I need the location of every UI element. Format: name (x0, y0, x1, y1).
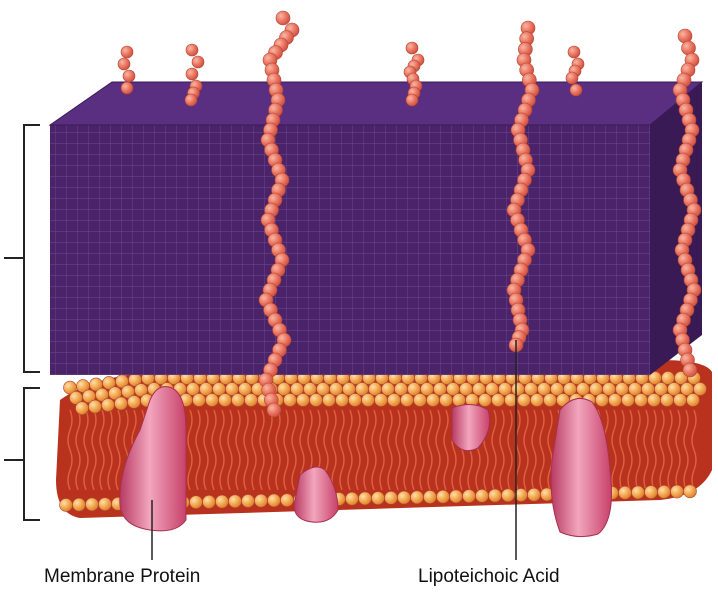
lipid-head (323, 394, 336, 407)
lipid-head (414, 394, 427, 407)
lipid-head (60, 499, 73, 512)
lipid-head (99, 498, 112, 511)
lipid-head (489, 489, 502, 502)
lipid-head (385, 491, 398, 504)
lipid-head (89, 400, 102, 413)
cell-wall-bracket (4, 125, 40, 372)
lipid-head (86, 498, 99, 511)
lipid-head (388, 394, 401, 407)
lipid-head (518, 394, 531, 407)
lipid-head (73, 498, 86, 511)
lipid-head (242, 494, 255, 507)
acid-bead (118, 58, 130, 70)
peptidoglycan-top-face (50, 82, 702, 125)
acid-bead (185, 94, 197, 106)
lipid-head (284, 394, 297, 407)
lipid-head (687, 394, 700, 407)
lipid-head (645, 486, 658, 499)
lipid-head (694, 383, 707, 396)
acid-bead (186, 44, 198, 56)
lipid-head (245, 394, 258, 407)
lipid-head (424, 490, 437, 503)
lipid-head (349, 394, 362, 407)
lipid-head (115, 397, 128, 410)
lipid-head (671, 485, 684, 498)
acid-bead (121, 82, 133, 94)
lipid-head (398, 491, 411, 504)
lipid-head (359, 492, 372, 505)
lipid-head (476, 489, 489, 502)
lipid-head (450, 490, 463, 503)
lipid-head (674, 394, 687, 407)
lipid-head (411, 491, 424, 504)
acid-bead (570, 84, 582, 96)
lipid-head (619, 486, 632, 499)
lipid-head (375, 394, 388, 407)
lipid-head (206, 394, 219, 407)
acid-bead (267, 403, 281, 417)
lipid-head (255, 494, 268, 507)
lipid-head (229, 495, 242, 508)
lipoteichoic-acid-label: Lipoteichoic Acid (418, 566, 560, 588)
lipid-head (372, 492, 385, 505)
acid-bead (123, 70, 135, 82)
lipid-head (362, 394, 375, 407)
lipid-head (463, 490, 476, 503)
acid-bead (192, 56, 204, 68)
peptidoglycan-block (50, 82, 702, 375)
acid-bead (406, 42, 418, 54)
lipid-head (427, 394, 440, 407)
lipid-head (632, 486, 645, 499)
layer-brackets (4, 125, 40, 520)
lipid-head (658, 485, 671, 498)
lipid-head (216, 495, 229, 508)
lipid-head (596, 394, 609, 407)
acid-bead (683, 363, 697, 377)
lipid-head (440, 394, 453, 407)
acid-bead (566, 72, 578, 84)
acid-bead (186, 68, 198, 80)
lipid-head (297, 394, 310, 407)
lipid-head (268, 494, 281, 507)
lipid-head (310, 394, 323, 407)
lipid-head (232, 394, 245, 407)
lipid-head (193, 394, 206, 407)
lipid-head (336, 394, 349, 407)
lipid-head (684, 485, 697, 498)
lipid-head (648, 394, 661, 407)
acid-bead (276, 11, 290, 25)
membrane-bracket (4, 388, 40, 520)
lipid-head (502, 489, 515, 502)
lipid-head (190, 496, 203, 509)
lipid-head (401, 394, 414, 407)
lipid-head (531, 394, 544, 407)
lipid-head (437, 490, 450, 503)
lipid-head (609, 394, 622, 407)
lipid-head (281, 494, 294, 507)
lipid-head (203, 495, 216, 508)
acid-bead (121, 46, 133, 58)
lipid-head (479, 394, 492, 407)
lipid-head (346, 492, 359, 505)
lipid-head (661, 394, 674, 407)
lipid-head (76, 402, 89, 415)
lipid-head (492, 394, 505, 407)
lipid-head (544, 394, 557, 407)
lipid-head (128, 395, 141, 408)
acid-bead (406, 94, 418, 106)
acid-bead (568, 46, 580, 58)
lipid-head (528, 488, 541, 501)
membrane-protein-label: Membrane Protein (44, 566, 200, 588)
lipid-head (219, 394, 232, 407)
lipid-head (635, 394, 648, 407)
lipid-head (622, 394, 635, 407)
lipid-head (102, 399, 115, 412)
